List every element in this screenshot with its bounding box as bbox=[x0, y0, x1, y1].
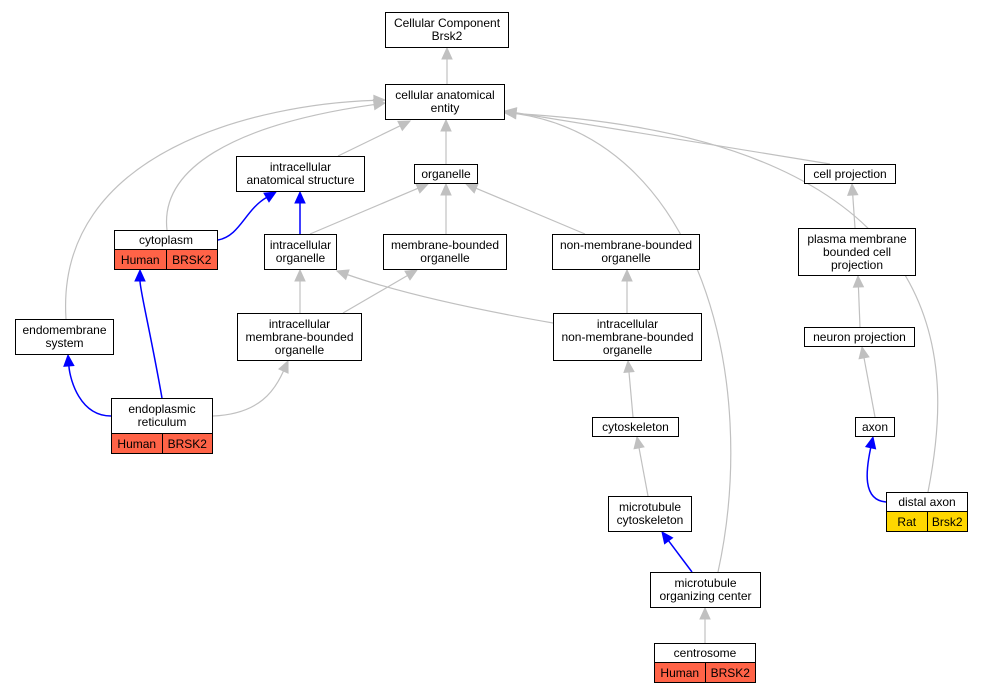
annotation-species: Rat bbox=[897, 514, 917, 529]
arrowhead-icon bbox=[699, 606, 711, 620]
annotation-species: Human bbox=[120, 252, 160, 267]
edge-organelle-to-cae bbox=[440, 118, 452, 164]
edge-centrosome-to-mtoc bbox=[699, 606, 711, 643]
edge-mtoc-to-mtcyto bbox=[661, 531, 693, 573]
node-distal-axon: distal axon bbox=[886, 492, 968, 512]
edge-io-to-ias bbox=[294, 190, 306, 234]
edge-er-to-imbo bbox=[212, 359, 289, 417]
edge-er-to-cytoplasm bbox=[134, 268, 163, 399]
edge-cytoskel-to-inmbo bbox=[623, 359, 635, 418]
edge-mbo-to-organelle bbox=[440, 182, 452, 234]
node-cellular-component-brsk2: Cellular Component Brsk2 bbox=[385, 12, 509, 48]
arrowhead-icon bbox=[847, 182, 859, 196]
arrowhead-icon bbox=[373, 94, 387, 107]
edge-imbo-to-io bbox=[294, 268, 306, 313]
node-intracellular-anatomical-structure: intracellular anatomical structure bbox=[236, 156, 365, 192]
edge-neuronproj-to-pmbcp bbox=[852, 274, 865, 328]
node-cellular-anatomical-entity: cellular anatomical entity bbox=[385, 84, 505, 120]
node-plasma-membrane-bounded-cell-projection: plasma membrane bounded cell projection bbox=[798, 228, 916, 276]
annotation-species: Human bbox=[117, 436, 157, 451]
annotation-cytoplasm: Human BRSK2 bbox=[114, 250, 218, 270]
arrowhead-icon bbox=[415, 183, 430, 194]
arrowhead-icon bbox=[263, 191, 278, 203]
annotation-gene: Brsk2 bbox=[926, 512, 968, 531]
arrowhead-icon bbox=[294, 268, 306, 282]
edge-axon-to-neuronproj bbox=[858, 345, 876, 418]
node-non-membrane-bounded-organelle: non-membrane-bounded organelle bbox=[552, 234, 700, 270]
arrowhead-icon bbox=[623, 359, 635, 373]
edge-cae-to-root bbox=[441, 46, 453, 84]
arrowhead-icon bbox=[633, 435, 645, 450]
arrowhead-icon bbox=[440, 182, 452, 196]
node-intracellular-organelle: intracellular organelle bbox=[264, 234, 337, 270]
annotation-gene: BRSK2 bbox=[161, 434, 213, 453]
edge-ias-to-cae bbox=[337, 120, 412, 157]
node-endomembrane-system: endomembrane system bbox=[15, 319, 114, 355]
node-centrosome: centrosome bbox=[654, 643, 756, 663]
annotation-centrosome: Human BRSK2 bbox=[654, 663, 756, 683]
node-endoplasmic-reticulum: endoplasmic reticulum bbox=[111, 398, 213, 434]
node-neuron-projection: neuron projection bbox=[804, 327, 915, 347]
arrowhead-icon bbox=[858, 345, 870, 360]
edge-inmbo-to-nmbo bbox=[621, 268, 633, 313]
arrowhead-icon bbox=[464, 183, 479, 194]
node-microtubule-organizing-center: microtubule organizing center bbox=[650, 572, 761, 608]
arrowhead-icon bbox=[864, 435, 877, 450]
node-organelle: organelle bbox=[414, 164, 478, 184]
annotation-gene: BRSK2 bbox=[165, 250, 218, 269]
node-cytoskeleton: cytoskeleton bbox=[592, 417, 679, 437]
node-cytoplasm: cytoplasm bbox=[114, 230, 218, 250]
arrowhead-icon bbox=[63, 353, 75, 367]
arrowhead-icon bbox=[503, 107, 518, 120]
edge-er-to-endomem bbox=[63, 353, 112, 417]
arrowhead-icon bbox=[294, 190, 306, 204]
arrowhead-icon bbox=[397, 120, 412, 132]
annotation-er: Human BRSK2 bbox=[111, 434, 213, 454]
arrowhead-icon bbox=[134, 268, 146, 282]
node-intracellular-non-membrane-bounded-organelle: intracellular non-membrane-bounded organ… bbox=[553, 313, 702, 361]
arrowhead-icon bbox=[441, 46, 453, 60]
arrowhead-icon bbox=[278, 359, 289, 374]
edge-inmbo-to-io bbox=[335, 269, 554, 324]
arrowhead-icon bbox=[404, 269, 419, 281]
node-membrane-bounded-organelle: membrane-bounded organelle bbox=[383, 234, 507, 270]
edge-mtoc-to-cae bbox=[503, 107, 732, 573]
arrowhead-icon bbox=[852, 274, 865, 288]
node-cell-projection: cell projection bbox=[804, 164, 896, 184]
edge-mtcyto-to-cytoskel bbox=[633, 435, 649, 497]
annotation-distalaxon: Rat Brsk2 bbox=[886, 512, 968, 532]
node-microtubule-cytoskeleton: microtubule cytoskeleton bbox=[608, 496, 692, 532]
annotation-species: Human bbox=[660, 665, 700, 680]
arrowhead-icon bbox=[621, 268, 633, 282]
edge-imbo-to-mbo bbox=[342, 269, 419, 314]
node-intracellular-membrane-bounded-organelle: intracellular membrane-bounded organelle bbox=[237, 313, 362, 361]
edge-distalaxon-to-axon bbox=[864, 435, 887, 503]
edge-cytoplasm-to-ias bbox=[217, 191, 278, 241]
arrowhead-icon bbox=[335, 269, 350, 281]
annotation-gene: BRSK2 bbox=[704, 663, 756, 682]
node-axon: axon bbox=[855, 417, 895, 437]
edge-nmbo-to-organelle bbox=[464, 183, 586, 235]
arrowhead-icon bbox=[440, 118, 452, 132]
edge-pmbcp-to-cellproj bbox=[847, 182, 859, 229]
edge-endomem-to-cae bbox=[65, 94, 387, 320]
arrowhead-icon bbox=[661, 531, 674, 545]
